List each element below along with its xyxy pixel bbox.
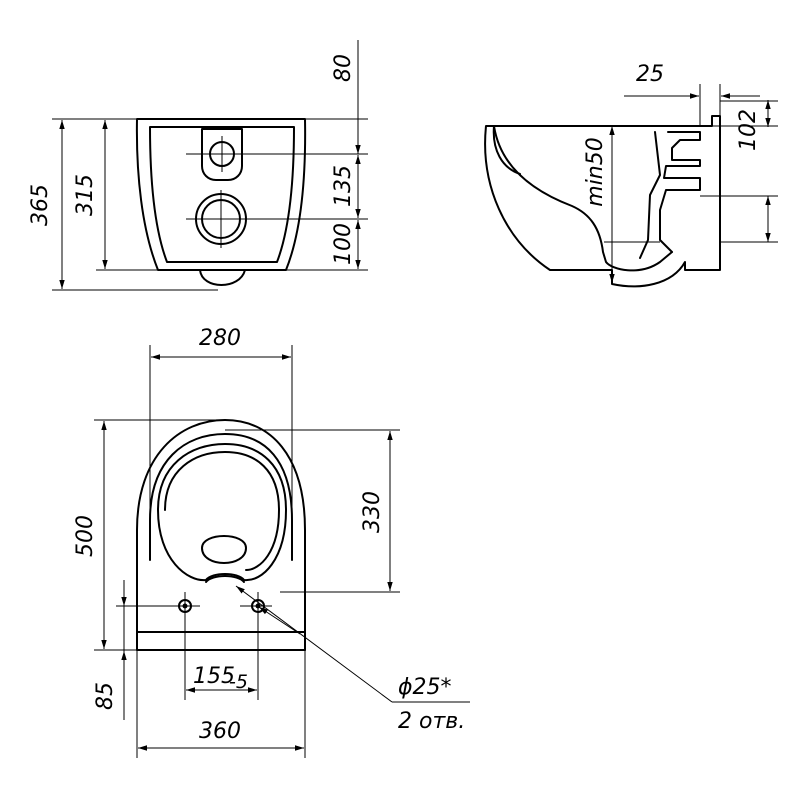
dim-label-80: 80 [331,54,356,82]
hole-leader-arrow-2 [259,607,300,634]
top-view: 280 500 330 155 -5 85 360 ϕ25* 2 отв. [73,326,470,758]
dim-label-360: 360 [199,719,241,744]
dim-label-280: 280 [199,326,241,351]
front-view: 365 315 80 135 100 [28,40,368,290]
dim-label-100: 100 [331,223,356,265]
dim-label-85: 85 [93,682,118,710]
dim-label-min50: min50 [583,137,608,206]
side-view-channel [640,132,660,258]
dim-label-500: 500 [73,515,98,557]
hole-diameter-label: ϕ25* [398,675,452,700]
side-view-inner-wall [660,132,700,252]
side-view: 25 102 min50 [485,62,778,286]
top-view-inner-bowl [158,444,286,580]
dim-label-155-tolerance: -5 [229,671,248,693]
top-view-bowl-inner-line [165,452,279,570]
dim-label-25: 25 [636,62,664,87]
front-view-bottom-bump [200,270,245,285]
dim-label-330: 330 [360,491,385,533]
top-view-notch [206,576,244,582]
hole-leader [236,586,392,702]
dim-label-135: 135 [331,165,356,207]
top-view-outer-outline [137,420,305,650]
dim-label-102: 102 [736,109,761,151]
side-view-rim [494,126,520,174]
hole-count-label: 2 отв. [398,709,465,734]
top-view-drain [202,536,246,563]
dim-label-315: 315 [73,174,98,216]
dim-label-365: 365 [28,184,53,226]
